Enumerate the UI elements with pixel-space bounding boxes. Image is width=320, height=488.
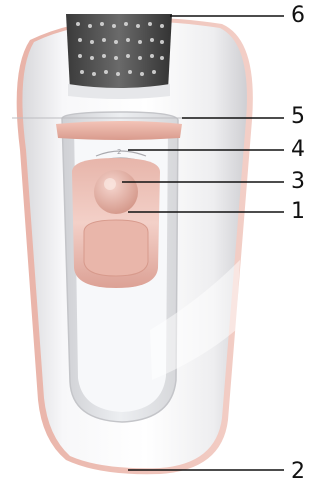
- release-strip: [56, 121, 182, 140]
- callout-label-6: 6: [286, 4, 310, 28]
- callout-label-4: 4: [286, 138, 310, 162]
- callout-label-2: 2: [286, 460, 310, 484]
- power-switch: [72, 158, 160, 288]
- switch-mark-2: 2: [117, 148, 121, 156]
- callout-label-1: 1: [286, 200, 310, 224]
- slide-button: [94, 170, 138, 214]
- callout-label-5: 5: [286, 105, 310, 129]
- callout-label-3: 3: [286, 170, 310, 194]
- roller-head: [66, 14, 172, 99]
